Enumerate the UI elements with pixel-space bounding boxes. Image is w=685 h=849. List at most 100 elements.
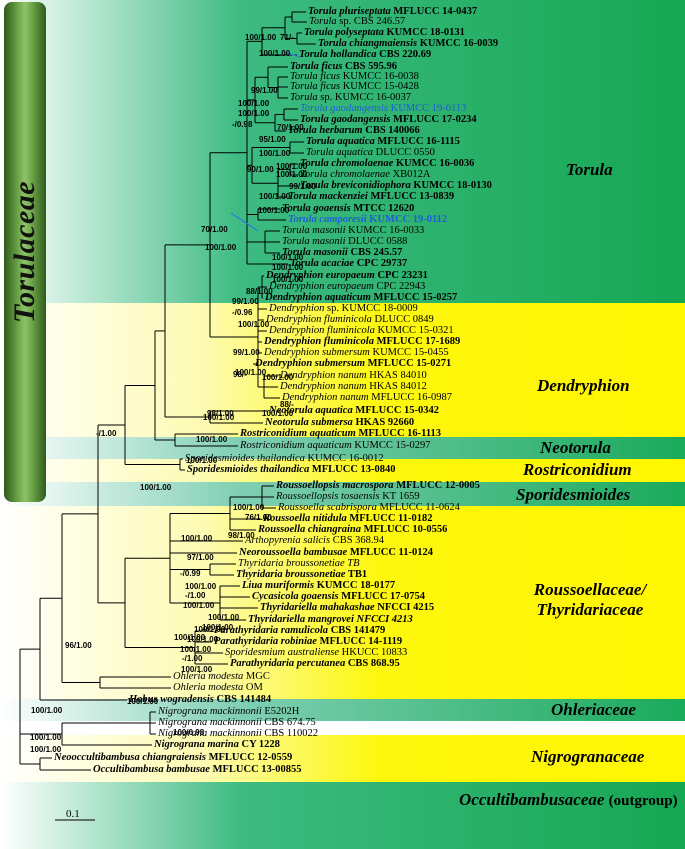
support-value: -/1.00	[96, 429, 117, 438]
taxon-species-name: Dendryphion submersum	[255, 358, 365, 369]
taxon-label: Hobus wogradensis CBS 141484	[129, 694, 271, 706]
support-value: 70/1.00	[201, 225, 228, 234]
taxon-species-name: Sporidesmium australiense	[225, 647, 340, 658]
taxon-strain: MFLUCC 12-0559	[205, 752, 293, 763]
taxon-strain: KUMCC 18-0009	[339, 303, 418, 314]
taxon-species-name: Rostriconidium aquaticum	[240, 440, 352, 451]
taxon-label: Torula pluriseptata MFLUCC 14-0437	[308, 6, 477, 18]
taxon-label: Dendryphion fluminicola MFLUCC 17-1689	[264, 336, 460, 348]
taxon-label: Torula sp. CBS 246.57	[309, 16, 405, 28]
support-value: 100/1.00	[235, 368, 267, 377]
taxon-label: Ohleria modesta OM	[173, 682, 263, 694]
taxon-label: Torula ficus CBS 595.96	[290, 61, 397, 73]
taxon-label: Parathyridaria ramulicola CBS 141479	[214, 625, 385, 637]
support-value: 100/1.00	[238, 99, 270, 108]
taxon-label: Thyridariella mahakashae NFCCI 4215	[260, 602, 434, 614]
support-value: 100/1.00	[245, 33, 277, 42]
taxon-species-name: Nigrograna mackinnonii	[158, 728, 262, 739]
taxon-label: Torula chromolaenae KUMCC 16-0036	[300, 158, 474, 170]
taxon-label: Torula herbarum CBS 140066	[288, 125, 420, 137]
taxon-species-name: Torula chiangmaiensis	[318, 38, 418, 49]
support-value: 100/1.00	[238, 320, 270, 329]
support-value: 100/1.00	[183, 601, 215, 610]
taxon-strain: MFLUCC 15-0342	[352, 405, 440, 416]
taxon-strain: KUMCC 16-0039	[417, 38, 499, 49]
taxon-strain: KUMCC 18-0131	[383, 27, 465, 38]
support-value: -/0.99	[180, 569, 201, 578]
taxon-strain: E5202H	[261, 706, 300, 717]
taxon-species-name: Thyridariella mangrovei	[248, 614, 354, 625]
support-value: 100/1.00	[272, 253, 304, 262]
support-value: 100/1.00	[205, 243, 237, 252]
taxon-label: Roussoella scabrispora MFLUCC 11-0624	[278, 502, 460, 514]
taxon-label: Torula acaciae CPC 29737	[290, 258, 407, 270]
taxon-strain: MFLUCC 12-0005	[393, 480, 480, 491]
clade-label-occultibambusaceae: Occultibambusaceae (outgroup)	[459, 790, 678, 810]
family-title: Torulaceae	[8, 180, 41, 324]
taxon-label: Torula ficus KUMCC 16-0038	[290, 71, 419, 83]
taxon-strain: KUMCC 16-0037	[332, 92, 411, 103]
taxon-label: Sporidesmioides thailandica MFLUCC 13-08…	[187, 464, 396, 476]
support-value: 100/1.00	[196, 435, 228, 444]
taxon-label: Neooccultibambusa chiangraiensis MFLUCC …	[54, 752, 292, 764]
clade-label-nigrogranaceae: Nigrogranaceae	[531, 747, 645, 766]
taxon-label: Cycasicola goaensis MFLUCC 17-0754	[252, 591, 425, 603]
support-value: 100/1.00	[186, 456, 218, 465]
taxon-species-name: Rostriconidium aquaticum	[240, 428, 356, 439]
taxon-species-name: Torula pluriseptata	[308, 6, 391, 17]
taxon-label: Roussoella nitidula MFLUCC 11-0182	[263, 513, 432, 525]
taxon-species-name: Torula gaodangensis	[300, 114, 391, 125]
taxon-species-name: Torula ficus	[290, 71, 341, 82]
support-value: 100/1.00	[258, 206, 290, 215]
taxon-label: Torula aquatica MFLUCC 16-1115	[306, 136, 460, 148]
clade-label-dendryphion: Dendryphion	[537, 376, 630, 395]
taxon-label: Thyridaria broussonetiae TB1	[236, 569, 367, 581]
taxon-label: Torula chiangmaiensis KUMCC 16-0039	[318, 38, 498, 50]
taxon-strain: KUMCC 15-0321	[374, 325, 454, 336]
taxon-strain: NFCCI 4213	[353, 614, 413, 625]
taxon-strain: KUMCC 19-0112	[366, 214, 448, 225]
taxon-species-name: Neooccultibambusa chiangraiensis	[54, 752, 206, 763]
taxon-label: Torula camporesii KUMCC 19-0112	[288, 214, 447, 226]
taxon-label: Torula breviconidiophora KUMCC 18-0130	[300, 180, 492, 192]
taxon-strain: CPC 29737	[354, 258, 408, 269]
support-value: 99/1.00	[232, 297, 259, 306]
taxon-strain: HKUCC 10833	[339, 647, 408, 658]
taxon-label: Torula goaensis MTCC 12620	[282, 203, 414, 215]
taxon-species-name: Dendryphion europaeum	[269, 281, 374, 292]
taxon-strain: MFLUCC 11-0124	[347, 547, 433, 558]
taxon-label: Torula gaodangensis KUMCC 19-0113	[300, 103, 466, 115]
taxon-strain: CBS 141484	[213, 694, 272, 705]
support-value: -/0.96	[232, 308, 253, 317]
taxon-species-name: Roussoellopsis tosaensis	[276, 491, 380, 502]
taxon-label: Neotorula submersa HKAS 92660	[265, 417, 414, 429]
taxon-label: Torula polyseptata KUMCC 18-0131	[304, 27, 465, 39]
support-value: 100/1.00	[30, 733, 62, 742]
taxon-label: Dendryphion fluminicola KUMCC 15-0321	[269, 325, 454, 337]
taxon-strain: KT 1659	[379, 491, 420, 502]
taxon-species-name: Nigrograna mackinnonii	[158, 706, 262, 717]
taxon-species-name: Dendryphion aquaticum	[265, 292, 371, 303]
taxon-strain: CBS 141479	[328, 625, 386, 636]
taxon-species-name: Torula acaciae	[290, 258, 355, 269]
support-value: 100/1.00	[262, 373, 294, 382]
taxon-species-name: Hobus wogradensis	[129, 694, 214, 705]
support-value: 100/1.00	[272, 263, 304, 272]
taxon-species-name: Roussoella nitidula	[263, 513, 347, 524]
taxon-strain: MFLUCC 15-0257	[370, 292, 458, 303]
taxon-strain: CBS 595.96	[342, 61, 397, 72]
taxon-strain: KUMCC 15-0428	[340, 81, 419, 92]
taxon-strain: DLUCC 0588	[345, 236, 408, 247]
taxon-label: Nigrograna mackinnonii E5202H	[158, 706, 299, 718]
taxon-species-name: Torula hollandica	[299, 49, 377, 60]
taxon-species-name: Ohleria modesta	[173, 682, 244, 693]
taxon-strain: CBS 110022	[261, 728, 318, 739]
taxon-label: Torula masonii CBS 245.57	[282, 247, 402, 259]
taxon-strain: KUMCC 15-0297	[351, 440, 431, 451]
taxon-species-name: Torula aquatica	[306, 147, 373, 158]
taxon-strain: KUMCC 16-0036	[393, 158, 475, 169]
taxon-strain: MFLUCC 17-1689	[373, 336, 461, 347]
taxon-label: Occultibambusa bambusae MFLUCC 13-00855	[93, 764, 302, 776]
clade-label-sporidesmioides: Sporidesmioides	[516, 485, 631, 504]
taxon-strain: KUMCC 16-0012	[304, 453, 384, 464]
